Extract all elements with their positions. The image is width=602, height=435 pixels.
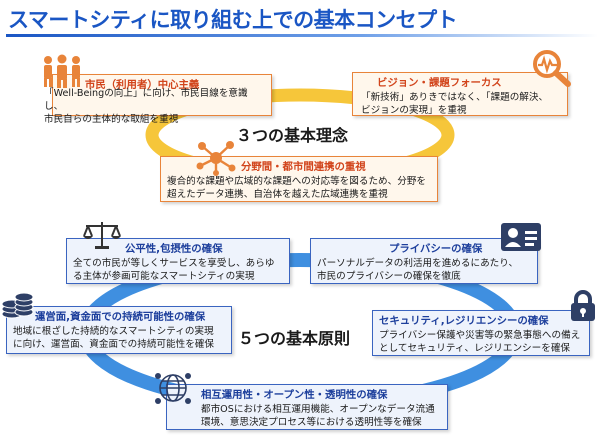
concept-citizen-centric-body: 「Well-Beingの向上」に向け、市民目線を意識し、 市民自らの主体的な取組…: [38, 86, 272, 125]
principle-fairness: 公平性,包摂性の確保 全ての市民が等しくサービスを享受し、あらゆ る主体が参画可…: [66, 238, 290, 284]
padlock-icon: [571, 290, 595, 321]
principle-heading: 運営面,資金面での持続可能性の確保: [35, 311, 206, 323]
concept-heading: 分野間・都市間連携の重視: [241, 161, 366, 173]
principle-heading: セキュリティ,レジリエンシーの確保: [379, 315, 549, 327]
principle-text-line: 市民のプライバシーの確保を徹底: [317, 271, 461, 282]
principle-text-line: る主体が参画可能なスマートシティの実現: [73, 271, 255, 282]
principle-text-line: 地域に根ざした持続的なスマートシティの実現: [13, 326, 214, 337]
coins-icon: [1, 292, 34, 319]
concept-text-line: 市民自らの主体的な取組を重視: [44, 114, 179, 125]
principle-heading: プライバシーの確保: [389, 243, 483, 255]
concept-vision-focus: ビジョン・課題フォーカス 「新技術」ありきではなく、「課題の解決、 ビジョンの実…: [352, 72, 568, 116]
principle-heading: 相互運用性・オープン性・透明性の確保: [201, 389, 388, 401]
id-card-icon: [501, 223, 541, 251]
concept-text-line: 「新技術」ありきではなく、「課題の解決、: [361, 92, 549, 103]
principle-security: セキュリティ,レジリエンシーの確保 プライバシー保護や災害等の緊急事態への備え …: [372, 310, 590, 356]
magnifier-pulse-icon: [533, 50, 571, 87]
concept-heading: ビジョン・課題フォーカス: [377, 77, 502, 89]
principle-text-line: パーソナルデータの利活用を進めるにあたり、: [317, 258, 519, 269]
page-title: スマートシティに取り組む上での基本コンセプト: [8, 8, 458, 32]
concept-text-line: 「Well-Beingの向上」に向け、市民目線を意識し、: [44, 88, 248, 112]
concept-text-line: 超えたデータ連携、自治体を越えた広域連携を重視: [167, 189, 388, 200]
principle-interoperability: 相互運用性・オープン性・透明性の確保 都市OSにおける相互運用機能、オープンなデ…: [166, 384, 448, 430]
principle-text-line: 都市OSにおける相互運用機能、オープンなデータ流通: [201, 404, 435, 415]
title-underline: [6, 34, 598, 37]
concept-text-line: 複合的な課題や広域的な課題への対応等を図るため、分野を: [167, 176, 427, 187]
principle-text-line: 環境、意思決定プロセス等における透明性等を確保: [201, 417, 422, 428]
scales-icon: [83, 222, 121, 249]
principle-text-line: に向け、運営面、資金面での持続可能性を確保: [13, 339, 214, 350]
globe-network-icon: [155, 373, 191, 404]
principle-text-line: としてセキュリティ、レジリエンシーを確保: [379, 343, 571, 354]
principle-text-line: 全ての市民が等しくサービスを享受し、あらゆ: [73, 258, 275, 269]
network-icon: [196, 141, 236, 176]
principles-center-label: ５つの基本原則: [238, 329, 351, 348]
concept-heading: 市民（利用者）中心主義: [85, 79, 200, 91]
principle-heading: 公平性,包摂性の確保: [125, 243, 223, 255]
principle-sustainability: 運営面,資金面での持続可能性の確保 地域に根ざした持続的なスマートシティの実現 …: [6, 306, 232, 354]
concepts-center-label: ３つの基本理念: [236, 126, 349, 145]
principle-text-line: プライバシー保護や災害等の緊急事態への備え: [379, 330, 581, 341]
concept-citizen-centric: 市民（利用者）中心主義: [52, 74, 272, 116]
people-icon: [44, 54, 80, 88]
principle-privacy: プライバシーの確保 パーソナルデータの利活用を進めるにあたり、 市民のプライバシ…: [310, 238, 538, 284]
concept-text-line: ビジョンの実現」を重視: [361, 105, 467, 116]
